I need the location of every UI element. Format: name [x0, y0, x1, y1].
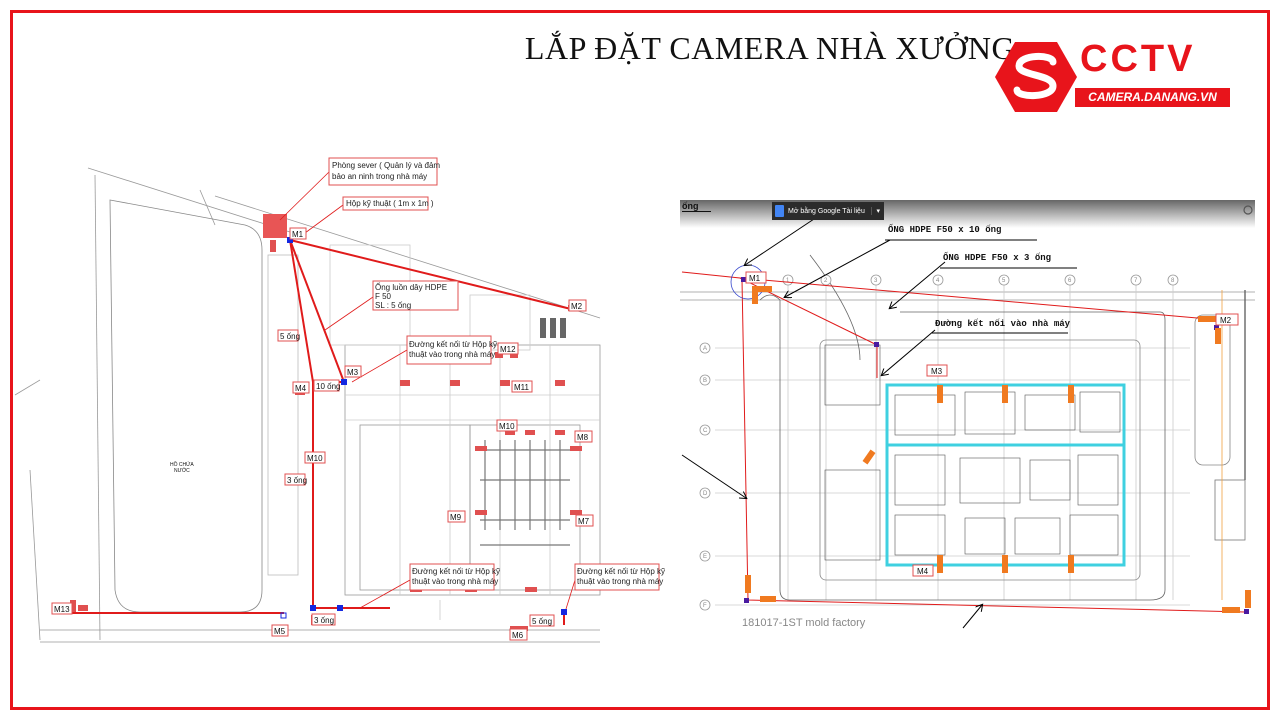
svg-text:8: 8 — [1171, 278, 1175, 284]
svg-text:M2: M2 — [571, 302, 583, 311]
svg-text:Đường kết nối từ Hộp kỹ: Đường kết nối từ Hộp kỹ — [412, 567, 500, 576]
svg-text:M4: M4 — [295, 384, 307, 393]
server-room-icon — [263, 214, 287, 238]
svg-text:7: 7 — [1134, 278, 1138, 284]
camera-labels-right: M1 M2 M3 M4 — [745, 271, 1239, 577]
svg-text:M3: M3 — [347, 368, 359, 377]
svg-text:M8: M8 — [577, 433, 589, 442]
svg-text:M9: M9 — [450, 513, 462, 522]
camera-label-text-left: M1 M2 M3 M4 M5 M6 M7 M8 M9 M10 M10 M11 M… — [54, 230, 590, 640]
svg-text:bảo an ninh trong nhà máy: bảo an ninh trong nhà máy — [332, 172, 427, 181]
camera-icons-right — [745, 286, 1251, 613]
svg-text:M7: M7 — [578, 517, 590, 526]
svg-text:thuật vào trong nhà máy: thuật vào trong nhà máy — [412, 577, 498, 586]
callout-connection-2: Đường kết nối từ Hộp kỹ thuật vào trong … — [409, 563, 500, 591]
open-with-label: Mở bằng Google Tài liệu — [788, 207, 865, 215]
callout-connection-1: Đường kết nối từ Hộp kỹ thuật vào trong … — [406, 335, 497, 365]
svg-text:2: 2 — [824, 278, 828, 284]
svg-text:M5: M5 — [274, 627, 286, 636]
svg-text:Phòng sever ( Quản lý và đảm: Phòng sever ( Quản lý và đảm — [332, 161, 440, 170]
svg-text:A: A — [703, 346, 707, 352]
pipe-count-labels: 5 ống 10 ống 3 ống 3 ống 5 ống — [277, 329, 555, 627]
right-factory-plan — [680, 254, 1255, 606]
camera-icons-left — [70, 240, 582, 631]
google-docs-icon — [775, 205, 784, 217]
plan-caption: 181017-1ST mold factory — [742, 617, 866, 629]
cyan-cable-tray — [885, 383, 1126, 567]
svg-text:3: 3 — [874, 278, 878, 284]
svg-text:M1: M1 — [749, 274, 761, 283]
viewer-corner-icon[interactable] — [1243, 205, 1253, 215]
svg-text:M1: M1 — [292, 230, 304, 239]
svg-text:Đường kết nối vào nhà máy: Đường kết nối vào nhà máy — [935, 319, 1071, 329]
viewer-header-text: ống — [682, 201, 711, 212]
svg-text:M10: M10 — [499, 422, 515, 431]
svg-text:Đường kết nối từ Hộp kỹ: Đường kết nối từ Hộp kỹ — [409, 340, 497, 349]
svg-text:ỐNG HDPE F50 x 3 ống: ỐNG HDPE F50 x 3 ống — [943, 252, 1051, 263]
svg-text:Hộp kỹ thuật ( 1m x 1m ): Hộp kỹ thuật ( 1m x 1m ) — [346, 199, 434, 208]
junction-box-icons — [287, 237, 567, 615]
open-with-google-docs-button[interactable]: Mở bằng Google Tài liệu ▾ — [772, 202, 884, 220]
lake-label: HỒ CHỨA — [170, 461, 194, 468]
callout-connection-3: Đường kết nối từ Hộp kỹ thuật vào trong … — [574, 563, 665, 591]
svg-text:M12: M12 — [500, 345, 516, 354]
s-hexagon-icon — [995, 42, 1077, 112]
svg-text:5 ống: 5 ống — [280, 332, 300, 341]
cctv-logo — [995, 40, 1235, 115]
annotation-notes: ỐNG HDPE F50 x 10 ống ỐNG HDPE F50 x 3 ố… — [885, 224, 1077, 334]
svg-text:M3: M3 — [931, 367, 943, 376]
svg-text:M4: M4 — [917, 567, 929, 576]
slide-frame — [10, 10, 1270, 710]
svg-text:Ống luồn dây HDPE: Ống luồn dây HDPE — [375, 282, 447, 292]
callout-server-room: Phòng sever ( Quản lý và đảm bảo an ninh… — [328, 157, 440, 186]
svg-text:E: E — [703, 554, 707, 560]
logo-brand: CCTV — [1080, 38, 1196, 80]
svg-text:10 ống: 10 ống — [316, 382, 340, 391]
grid-bubble-labels: 1 2 3 4 5 6 7 8 A B C D E F — [703, 278, 1175, 609]
annotation-arrows — [681, 214, 982, 629]
svg-text:M2: M2 — [1220, 316, 1232, 325]
svg-text:1: 1 — [786, 278, 790, 284]
svg-text:3 ống: 3 ống — [314, 616, 334, 625]
chevron-down-icon[interactable]: ▾ — [871, 207, 884, 215]
callout-hdpe: Ống luồn dây HDPE F 50 SL : 5 ống — [372, 280, 459, 311]
svg-text:6: 6 — [1068, 278, 1072, 284]
left-site-plan — [14, 167, 601, 643]
svg-text:4: 4 — [936, 278, 940, 284]
svg-text:5: 5 — [1002, 278, 1006, 284]
svg-text:3 ống: 3 ống — [287, 476, 307, 485]
callout-tech-box: Hộp kỹ thuật ( 1m x 1m ) — [342, 196, 434, 211]
svg-text:5 ống: 5 ống — [532, 617, 552, 626]
svg-text:D: D — [703, 491, 708, 497]
svg-text:M10: M10 — [307, 454, 323, 463]
svg-text:thuật vào trong nhà máy: thuật vào trong nhà máy — [409, 350, 495, 359]
svg-text:B: B — [703, 378, 707, 384]
grid-bubbles — [699, 274, 1179, 611]
camera-labels-left — [51, 227, 594, 641]
svg-text:thuật vào trong nhà máy: thuật vào trong nhà máy — [577, 577, 663, 586]
svg-text:M11: M11 — [514, 383, 530, 392]
slide-title: LẮP ĐẶT CAMERA NHÀ XƯỞNG — [524, 30, 1016, 66]
svg-text:F: F — [703, 603, 707, 609]
svg-text:M6: M6 — [512, 631, 524, 640]
svg-text:M13: M13 — [54, 605, 70, 614]
svg-text:ỐNG HDPE F50 x 10 ống: ỐNG HDPE F50 x 10 ống — [888, 224, 1001, 235]
svg-text:F 50: F 50 — [375, 292, 392, 301]
svg-text:SL : 5 ống: SL : 5 ống — [375, 301, 411, 310]
lake-label-2: NƯỚC — [174, 467, 190, 474]
left-cable-routes — [65, 239, 576, 625]
svg-text:Đường kết nối từ Hộp kỹ: Đường kết nối từ Hộp kỹ — [577, 567, 665, 576]
svg-text:C: C — [703, 428, 708, 434]
logo-website: CAMERA.DANANG.VN — [1075, 88, 1230, 107]
viewer-header-bar — [680, 200, 1255, 228]
machine-outlines — [824, 344, 1121, 561]
